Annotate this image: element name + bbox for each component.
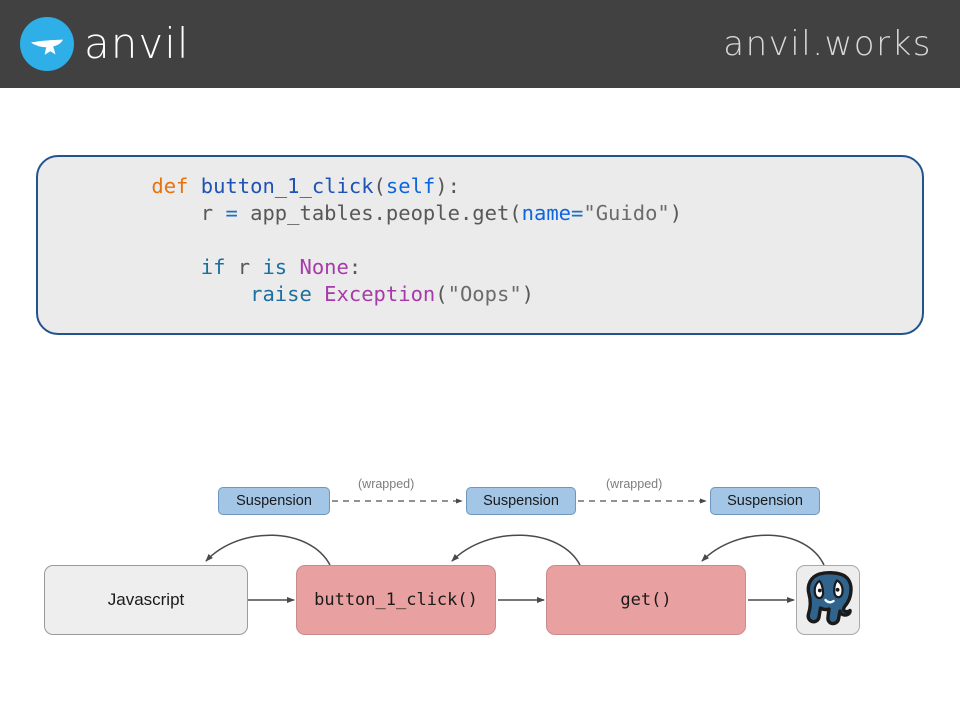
code-token-constant: None [299, 255, 349, 279]
node-database[interactable] [796, 565, 860, 635]
code-token-function-name: button_1_click [200, 174, 374, 198]
code-token-self: self [385, 174, 436, 198]
code-token-string: "Guido" [583, 201, 670, 225]
code-token-keyword: if [200, 255, 226, 279]
call-flow-diagram: Suspension Suspension Suspension (wrappe… [0, 455, 960, 665]
code-token-argument: name [521, 201, 572, 225]
code-token-keyword: is [262, 255, 288, 279]
header-bar: anvil anvil.works [0, 0, 960, 88]
code-token-operator: = [225, 201, 238, 225]
brand-logo: anvil [20, 17, 190, 71]
code-token-plain: r [200, 201, 226, 225]
code-token-exception: Exception [324, 282, 436, 306]
anvil-bird-icon [20, 17, 74, 71]
wrapped-label-1: (wrapped) [358, 477, 415, 491]
code-token-string: "Oops" [447, 282, 522, 306]
code-token-plain [188, 174, 200, 198]
code-token-operator: = [571, 201, 584, 225]
return-arc-2 [451, 534, 581, 566]
code-token-plain: ( [373, 174, 386, 198]
postgresql-elephant-icon [799, 567, 857, 634]
node-button-1-click[interactable]: button_1_click() [296, 565, 496, 635]
code-panel: def button_1_click(self): r = app_tables… [36, 155, 924, 335]
python-code-snippet: def button_1_click(self): r = app_tables… [102, 173, 682, 308]
code-token-plain: ( [435, 282, 448, 306]
code-token-plain: app_tables.people.get( [237, 201, 522, 225]
return-arc-3 [701, 534, 825, 566]
code-token-plain: ): [435, 174, 460, 198]
code-token-plain: ) [521, 282, 535, 306]
suspension-node-3[interactable]: Suspension [710, 487, 820, 515]
wrapped-label-2: (wrapped) [606, 477, 663, 491]
code-token-keyword-def: def [151, 174, 189, 198]
code-token-keyword: raise [250, 282, 312, 306]
code-token-plain: : [348, 255, 362, 279]
brand-wordmark: anvil [84, 19, 190, 68]
code-token-plain: ) [669, 201, 683, 225]
site-wordmark: anvil.works [723, 24, 932, 64]
code-token-plain [312, 282, 324, 306]
node-javascript[interactable]: Javascript [44, 565, 248, 635]
suspension-node-2[interactable]: Suspension [466, 487, 576, 515]
code-token-plain: r [225, 255, 263, 279]
node-get[interactable]: get() [546, 565, 746, 635]
suspension-node-1[interactable]: Suspension [218, 487, 330, 515]
return-arc-1 [205, 534, 331, 566]
code-token-plain [287, 255, 299, 279]
